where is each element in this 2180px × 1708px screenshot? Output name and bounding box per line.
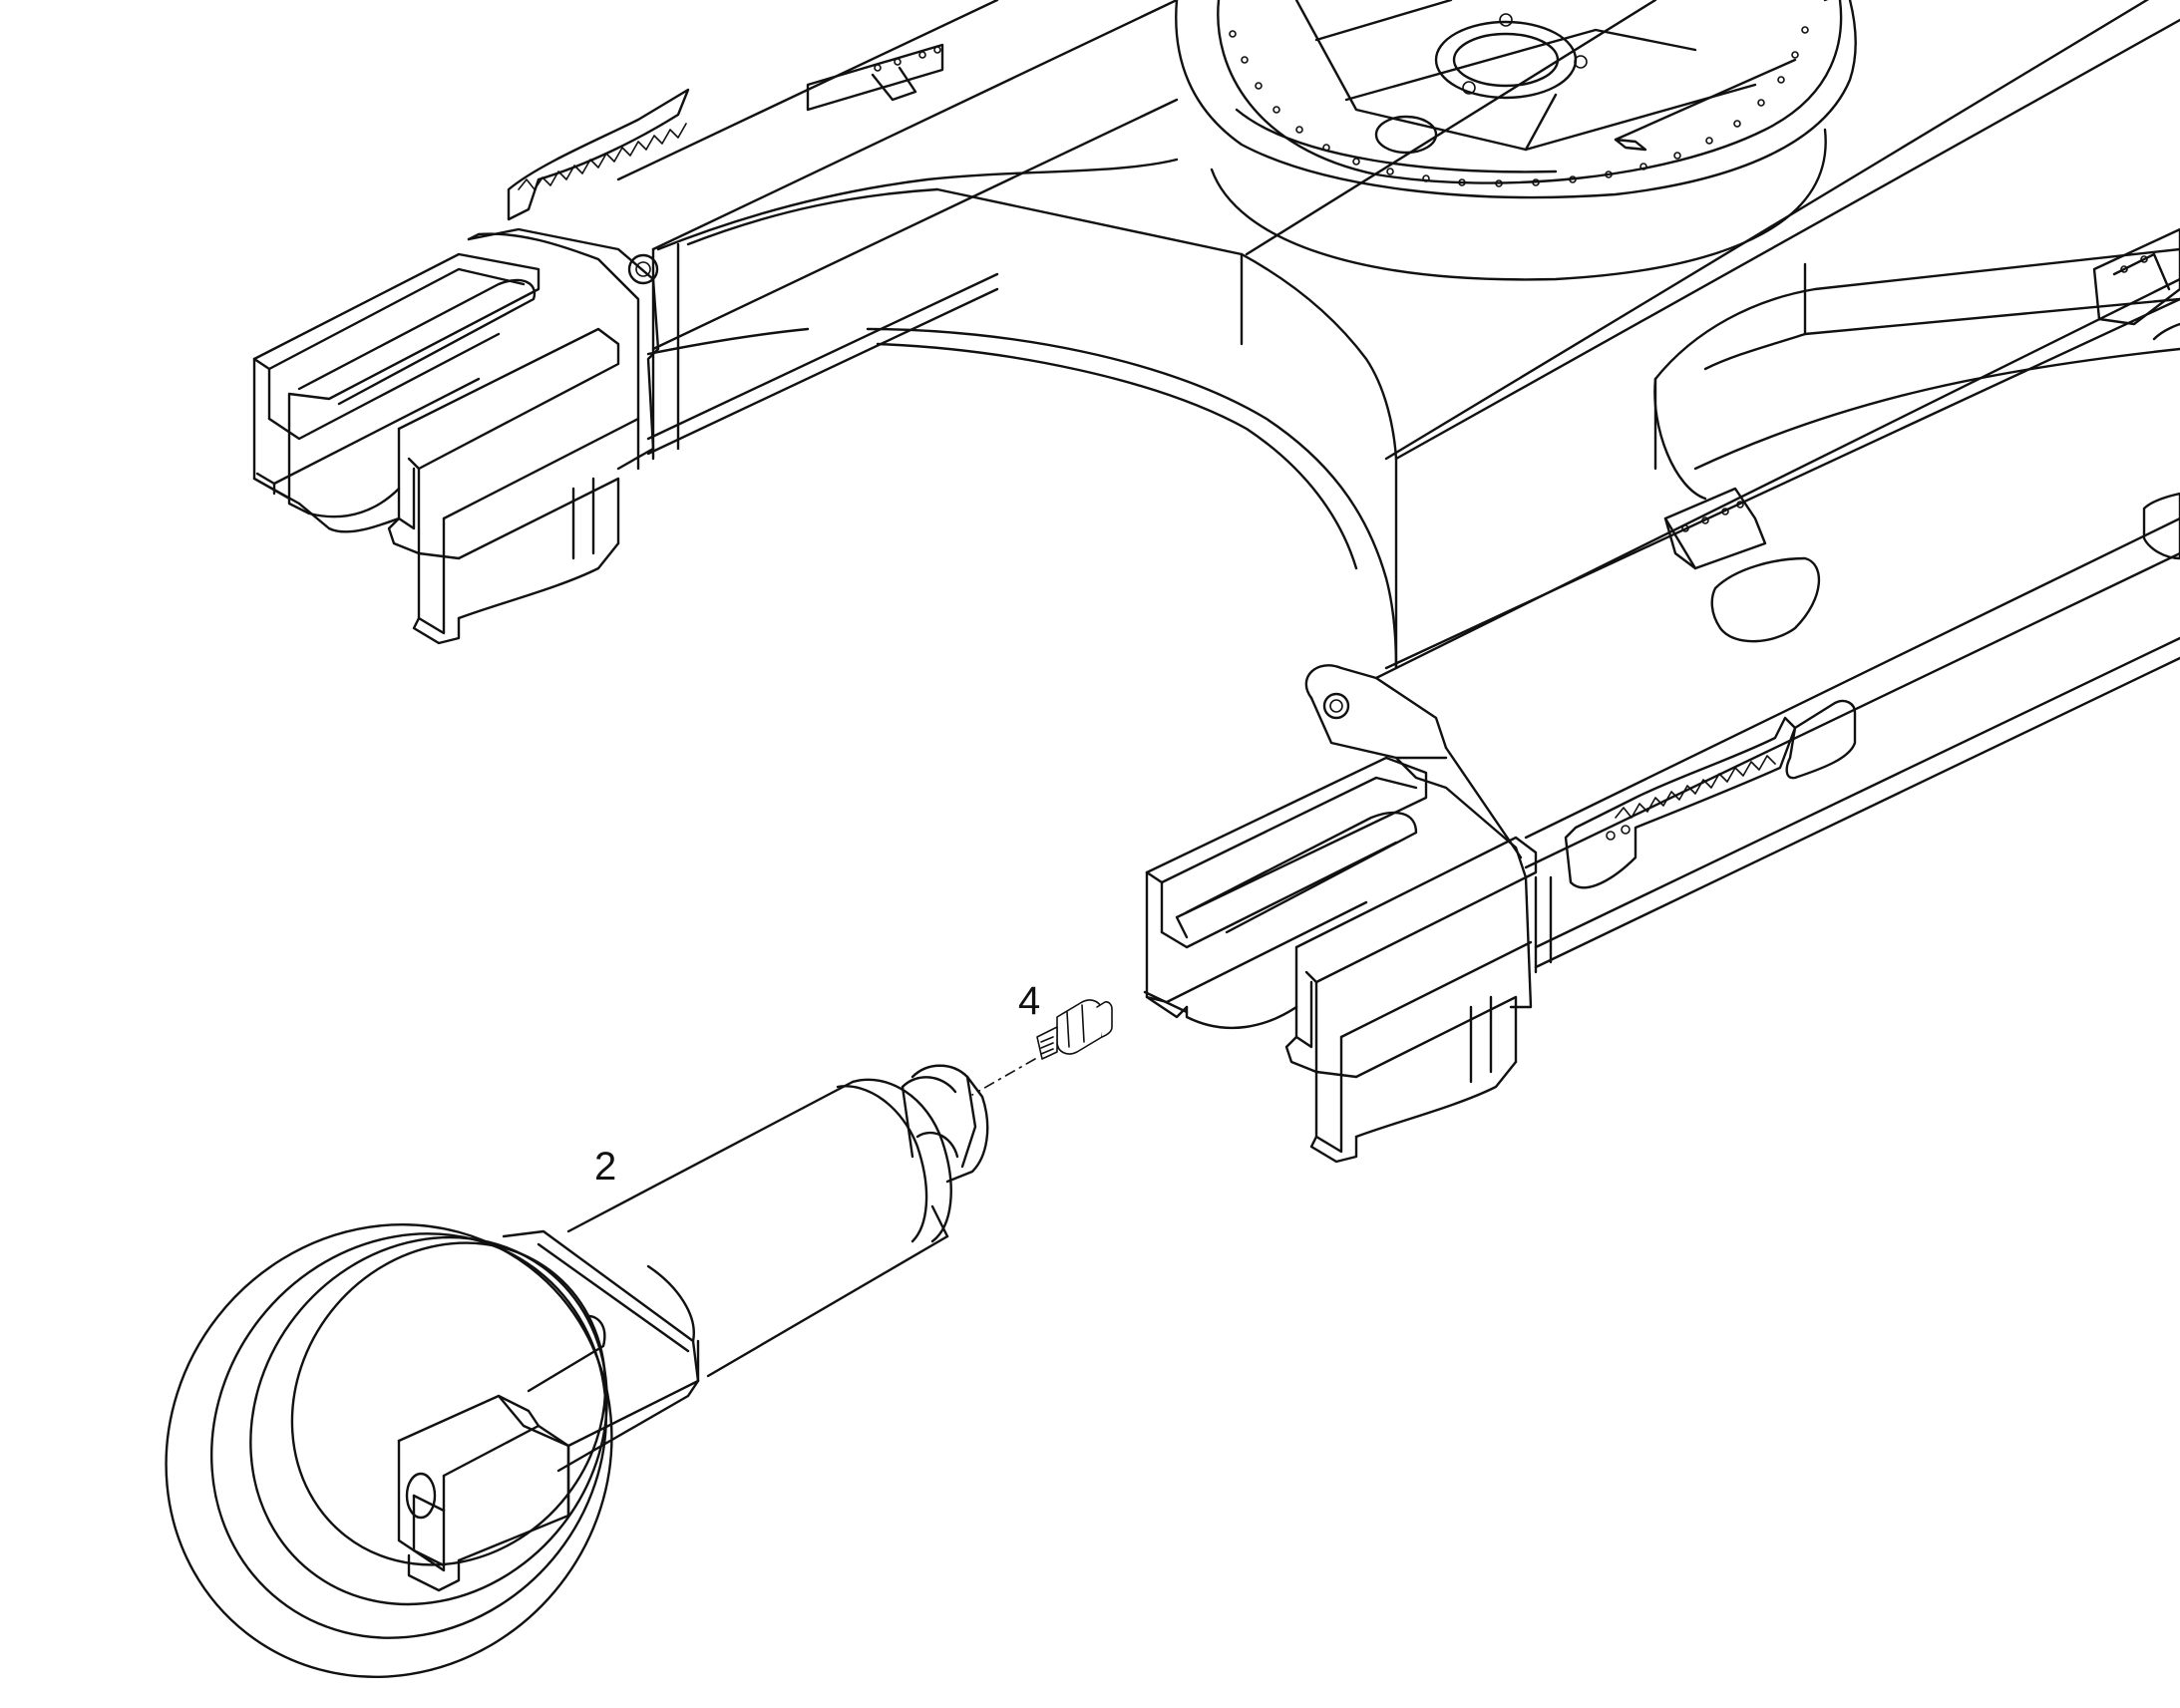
ring-bolt-holes xyxy=(1229,26,1809,187)
right-track-frame xyxy=(1374,227,2180,974)
callout-label-grease-fitting: 4 xyxy=(1018,979,1041,1023)
idler-assembly xyxy=(165,1064,989,1678)
grease-fitting xyxy=(1036,999,1113,1060)
callout-label-idler-assembly: 2 xyxy=(594,1145,617,1189)
idler-wheel xyxy=(165,1223,613,1678)
right-track-end-bracket xyxy=(1143,664,1538,1164)
recoil-cylinder xyxy=(566,1064,989,1383)
left-track-end-bracket xyxy=(252,227,660,645)
left-track-frame xyxy=(507,0,1179,461)
idler-yoke xyxy=(397,1229,700,1592)
swing-bearing-ring xyxy=(1175,0,1857,281)
assembly-centerline xyxy=(971,1058,1036,1096)
center-frame xyxy=(646,0,2180,670)
